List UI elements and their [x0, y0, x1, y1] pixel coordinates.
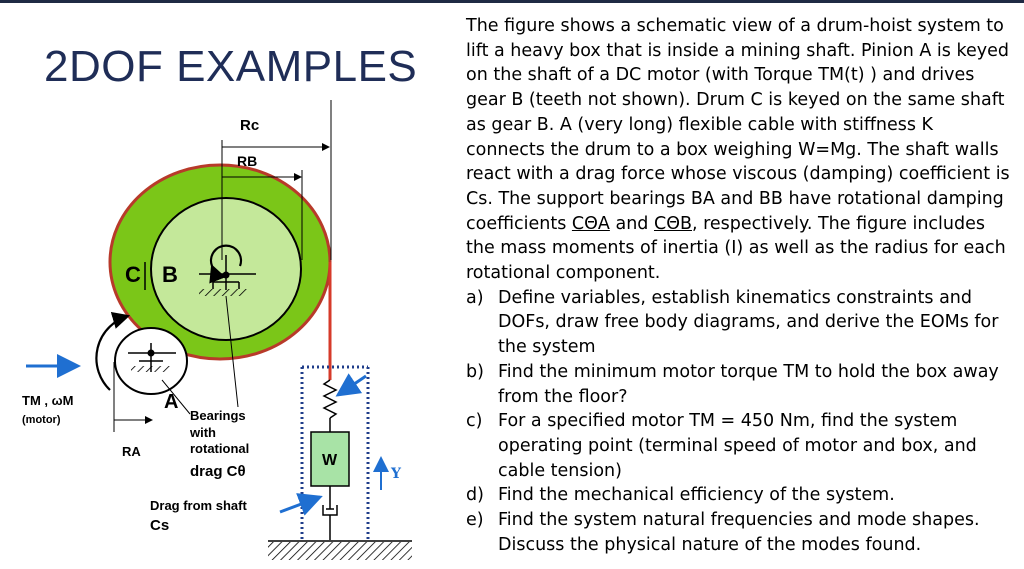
coef-b: CΘB	[653, 213, 692, 234]
label-b: B	[162, 262, 178, 287]
label-c: C	[125, 262, 141, 287]
ground	[268, 542, 412, 560]
label-bearings-4: drag Cθ	[190, 463, 246, 480]
list-item: d)Find the mechanical efficiency of the …	[466, 485, 895, 506]
pinion-a	[95, 311, 188, 395]
label-ra: RA	[122, 444, 141, 459]
coef-a: CΘA	[571, 213, 610, 234]
problem-statement: The figure shows a schematic view of a d…	[466, 14, 1011, 557]
label-y: Y	[390, 466, 402, 482]
label-drag-1: Drag from shaft	[150, 498, 247, 513]
list-item: e)Find the system natural frequencies an…	[466, 510, 980, 555]
drum-hoist-diagram: C B A TM , ωM (motor) RA Rc RB Bearings …	[22, 100, 412, 560]
label-motor: (motor)	[22, 414, 61, 426]
label-a: A	[164, 391, 178, 413]
label-bearings-2: with	[189, 425, 216, 440]
label-bearings-1: Bearings	[190, 408, 246, 423]
label-drag-2: Cs	[150, 517, 169, 534]
bearing-b	[199, 244, 256, 296]
problem-intro: The figure shows a schematic view of a d…	[466, 16, 1010, 284]
label-rb: RB	[237, 153, 257, 169]
page-title: 2DOF EXAMPLES	[44, 42, 418, 91]
list-item: b)Find the minimum motor torque TM to ho…	[466, 361, 999, 407]
label-w: W	[322, 452, 338, 469]
top-border	[0, 0, 1024, 3]
label-rc: Rc	[240, 117, 259, 134]
cable-spring	[322, 379, 338, 419]
label-bearings-3: rotational	[190, 441, 249, 456]
list-item: a)Define variables, establish kinematics…	[466, 287, 999, 358]
label-motor-torque: TM , ωM	[22, 393, 73, 408]
list-item: c)For a specified motor TM = 450 Nm, fin…	[466, 411, 977, 481]
task-list: a)Define variables, establish kinematics…	[466, 286, 1011, 558]
